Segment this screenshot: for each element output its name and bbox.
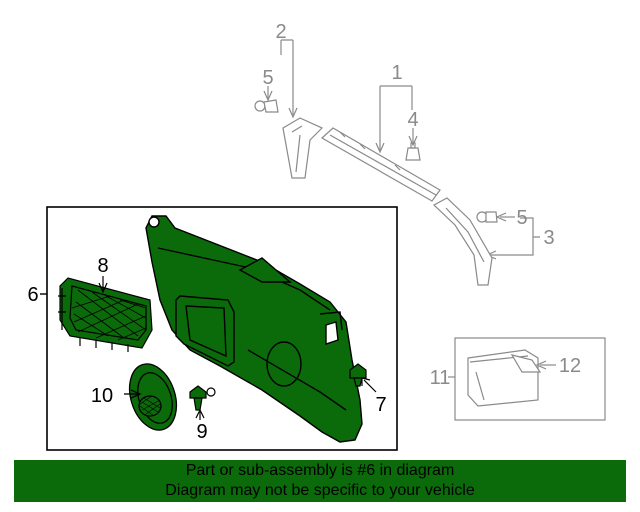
callout-10: 10 xyxy=(91,385,113,407)
callout-9: 9 xyxy=(196,421,207,443)
callout-12: 12 xyxy=(559,355,581,377)
callout-11: 11 xyxy=(430,367,451,389)
clip-7 xyxy=(349,363,377,393)
info-line-1: Part or sub-assembly is #6 in diagram xyxy=(185,462,455,479)
callout-5-lower: 5 xyxy=(516,207,527,229)
speaker-grille xyxy=(124,363,178,431)
callout-8: 8 xyxy=(97,255,108,277)
callout-6: 6 xyxy=(27,284,38,306)
parts-diagram: 2 1 5 4 5 3 11 12 6 8 10 9 7 xyxy=(27,21,606,451)
callout-4: 4 xyxy=(407,109,418,131)
clip-9 xyxy=(189,385,216,420)
quarter-trim-panel xyxy=(145,215,363,443)
info-line-2: Diagram may not be specific to your vehi… xyxy=(165,482,475,499)
callout-2: 2 xyxy=(275,21,286,43)
lamp-assembly xyxy=(448,337,606,421)
info-banner: Part or sub-assembly is #6 in diagram Di… xyxy=(14,460,626,502)
callout-7: 7 xyxy=(375,394,386,416)
net-pocket xyxy=(58,276,153,352)
callout-3: 3 xyxy=(543,227,554,249)
callout-1: 1 xyxy=(391,62,402,84)
upper-trim-assembly xyxy=(254,39,540,286)
callout-5-upper: 5 xyxy=(262,67,273,89)
